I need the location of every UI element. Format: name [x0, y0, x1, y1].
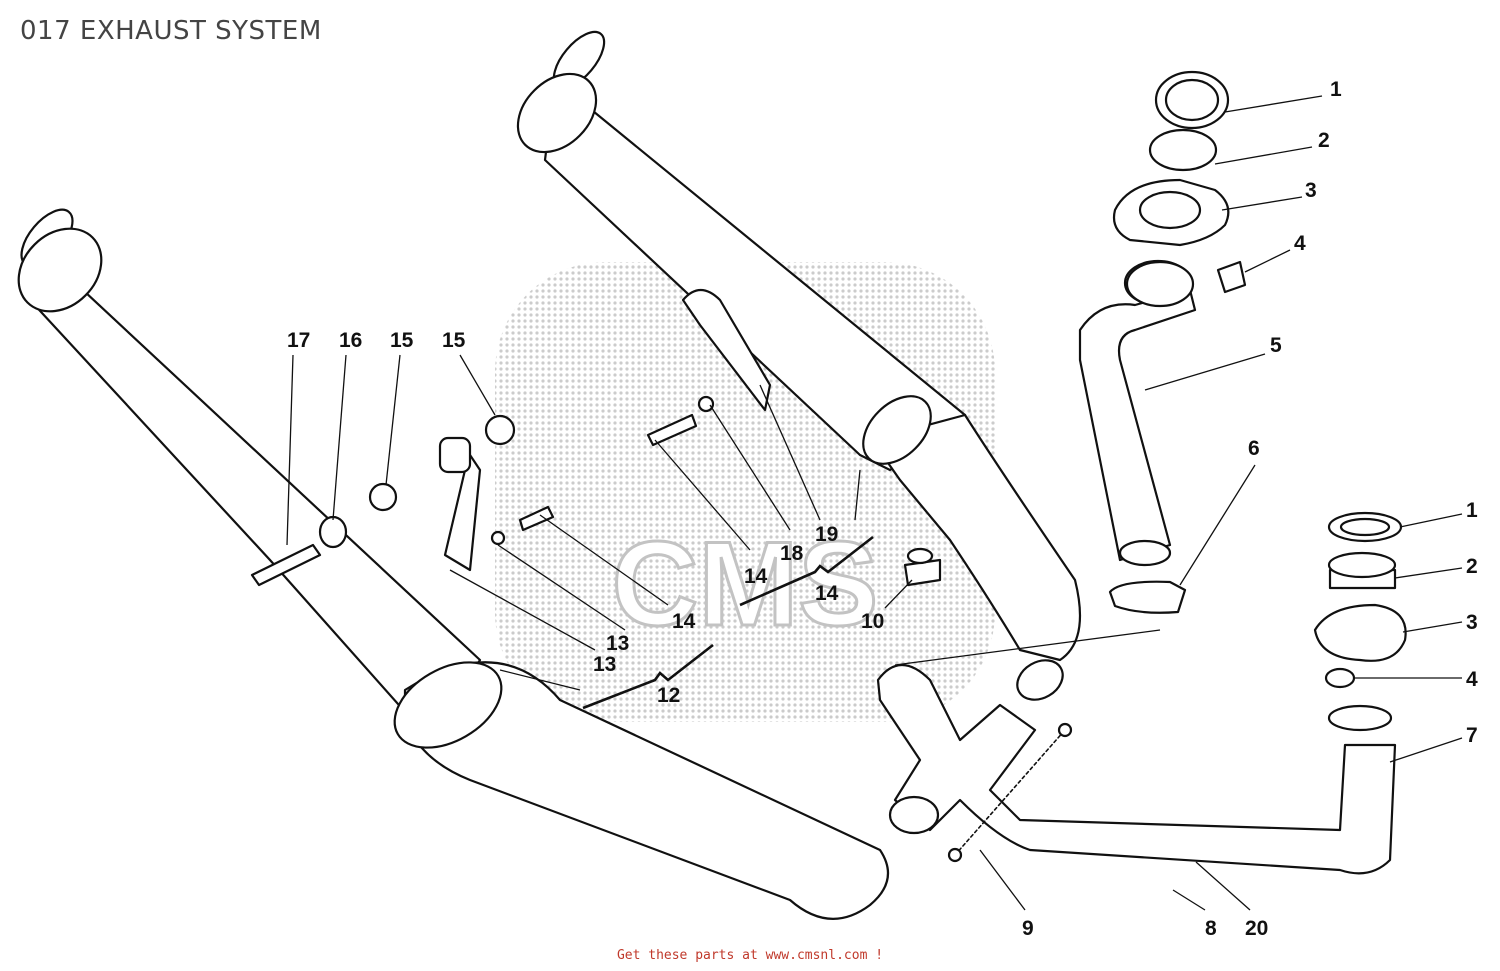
callout-19: 19 [815, 523, 838, 546]
callout-12: 13 [593, 653, 616, 676]
callout-9: 9 [1022, 917, 1034, 940]
callout-14a: 14 [672, 610, 696, 633]
callout-2: 2 [1318, 129, 1330, 152]
watermark-text: CMS [612, 517, 879, 651]
rear-flange-stack[interactable] [1313, 511, 1407, 689]
callout-5: 5 [1270, 334, 1282, 357]
callouts: 1 2 3 4 5 6 1 2 3 4 7 9 10 8 20 17 16 15 [286, 78, 1478, 940]
callout-20: 20 [1245, 917, 1268, 940]
callout-4: 4 [1294, 232, 1306, 255]
y-connector[interactable] [876, 652, 1397, 875]
callout-11: 12 [657, 684, 680, 707]
callout-16: 16 [339, 329, 362, 352]
callout-15b: 15 [442, 329, 466, 352]
head-pipe-front[interactable] [1078, 259, 1197, 567]
page-title: 017 EXHAUST SYSTEM [20, 16, 322, 46]
callout-6: 6 [1248, 437, 1260, 460]
upper-flange-stack[interactable] [1112, 70, 1247, 308]
footer-link[interactable]: Get these parts at www.cmsnl.com ! [616, 948, 884, 963]
callout-1b: 1 [1466, 499, 1478, 522]
callout-8: 8 [1205, 917, 1217, 940]
head-pipe-rear[interactable] [1327, 704, 1393, 732]
callout-1: 1 [1330, 78, 1342, 101]
callout-2b: 2 [1466, 555, 1478, 578]
spring-9[interactable] [947, 722, 1073, 863]
callout-13b: 18 [780, 542, 804, 565]
callout-15a: 15 [390, 329, 414, 352]
callout-13a: 13 [606, 632, 629, 655]
footer-link-container: Get these parts at www.cmsnl.com ! [0, 948, 1500, 963]
callout-4b: 4 [1466, 668, 1478, 691]
bracket-hardware[interactable] [250, 288, 772, 587]
callout-3: 3 [1305, 179, 1317, 202]
upper-muffler[interactable] [503, 24, 1082, 662]
lower-muffler[interactable] [2, 201, 890, 920]
callout-17: 17 [287, 329, 310, 352]
callout-3b: 3 [1466, 611, 1478, 634]
clamp-6[interactable] [1108, 580, 1187, 614]
rubber-mount-10[interactable] [903, 547, 942, 587]
callout-10: 10 [861, 610, 884, 633]
callout-18: 14 [815, 582, 839, 605]
callout-7: 7 [1466, 724, 1478, 747]
callout-14b: 14 [744, 565, 768, 588]
